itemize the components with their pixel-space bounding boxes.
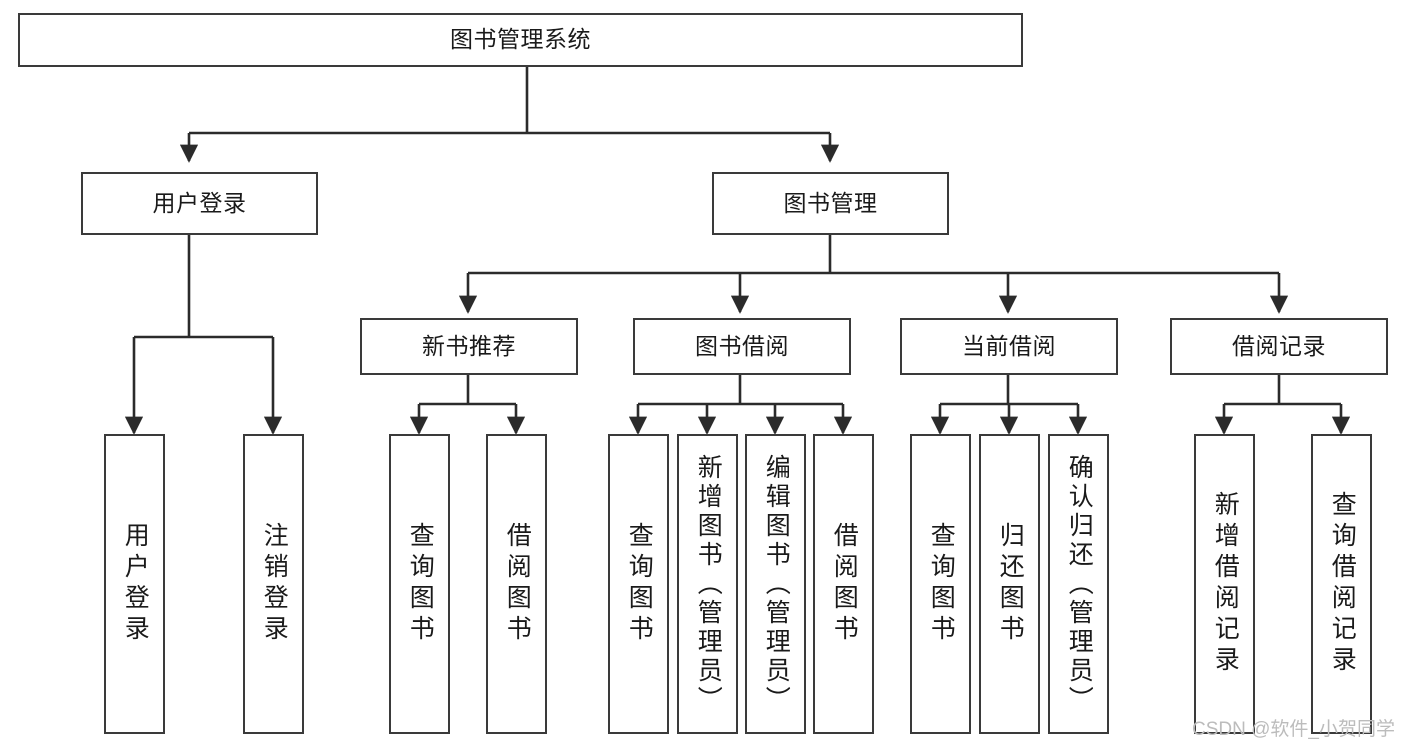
node-leaf-return-book[interactable]: 归还图书 xyxy=(979,434,1040,734)
node-current-borrow[interactable]: 当前借阅 xyxy=(900,318,1118,375)
node-leaf-borrow-book-label: 借阅图书 xyxy=(830,522,859,646)
node-leaf-query-book-rec-label: 查询图书 xyxy=(406,522,435,646)
node-leaf-user-logout[interactable]: 注销登录 xyxy=(243,434,304,734)
node-leaf-query-record-label: 查询借阅记录 xyxy=(1328,491,1357,677)
node-leaf-add-record-label: 新增借阅记录 xyxy=(1211,491,1240,677)
node-borrow-record[interactable]: 借阅记录 xyxy=(1170,318,1388,375)
node-leaf-user-logout-label: 注销登录 xyxy=(260,522,289,646)
node-leaf-edit-book-label: 编辑图书（管理员） xyxy=(762,453,791,715)
node-leaf-return-book-label: 归还图书 xyxy=(996,522,1025,646)
node-book-borrow[interactable]: 图书借阅 xyxy=(633,318,851,375)
node-new-book-rec[interactable]: 新书推荐 xyxy=(360,318,578,375)
node-leaf-borrow-book-rec-label: 借阅图书 xyxy=(503,522,532,646)
node-current-borrow-label: 当前借阅 xyxy=(962,332,1056,359)
node-new-book-rec-label: 新书推荐 xyxy=(422,332,516,359)
node-book-manage[interactable]: 图书管理 xyxy=(712,172,949,235)
node-root-label: 图书管理系统 xyxy=(450,26,591,53)
node-book-borrow-label: 图书借阅 xyxy=(695,332,789,359)
node-leaf-add-book[interactable]: 新增图书（管理员） xyxy=(677,434,738,734)
node-user-login[interactable]: 用户登录 xyxy=(81,172,318,235)
node-user-login-label: 用户登录 xyxy=(152,189,247,216)
node-leaf-add-book-label: 新增图书（管理员） xyxy=(694,453,723,715)
node-leaf-add-record[interactable]: 新增借阅记录 xyxy=(1194,434,1255,734)
node-leaf-query-book-current-label: 查询图书 xyxy=(927,522,956,646)
node-leaf-query-book-rec[interactable]: 查询图书 xyxy=(389,434,450,734)
node-leaf-borrow-book[interactable]: 借阅图书 xyxy=(813,434,874,734)
node-leaf-query-book-current[interactable]: 查询图书 xyxy=(910,434,971,734)
node-leaf-user-login[interactable]: 用户登录 xyxy=(104,434,165,734)
node-leaf-query-book-borrow[interactable]: 查询图书 xyxy=(608,434,669,734)
node-leaf-confirm-return[interactable]: 确认归还（管理员） xyxy=(1048,434,1109,734)
node-leaf-user-login-label: 用户登录 xyxy=(121,522,150,646)
node-leaf-borrow-book-rec[interactable]: 借阅图书 xyxy=(486,434,547,734)
node-leaf-edit-book[interactable]: 编辑图书（管理员） xyxy=(745,434,806,734)
node-borrow-record-label: 借阅记录 xyxy=(1232,332,1326,359)
node-book-manage-label: 图书管理 xyxy=(783,189,878,216)
node-leaf-query-book-borrow-label: 查询图书 xyxy=(625,522,654,646)
node-leaf-query-record[interactable]: 查询借阅记录 xyxy=(1311,434,1372,734)
node-root[interactable]: 图书管理系统 xyxy=(18,13,1023,67)
watermark: CSDN @软件_小贺同学 xyxy=(1192,719,1395,740)
node-leaf-confirm-return-label: 确认归还（管理员） xyxy=(1065,453,1094,715)
